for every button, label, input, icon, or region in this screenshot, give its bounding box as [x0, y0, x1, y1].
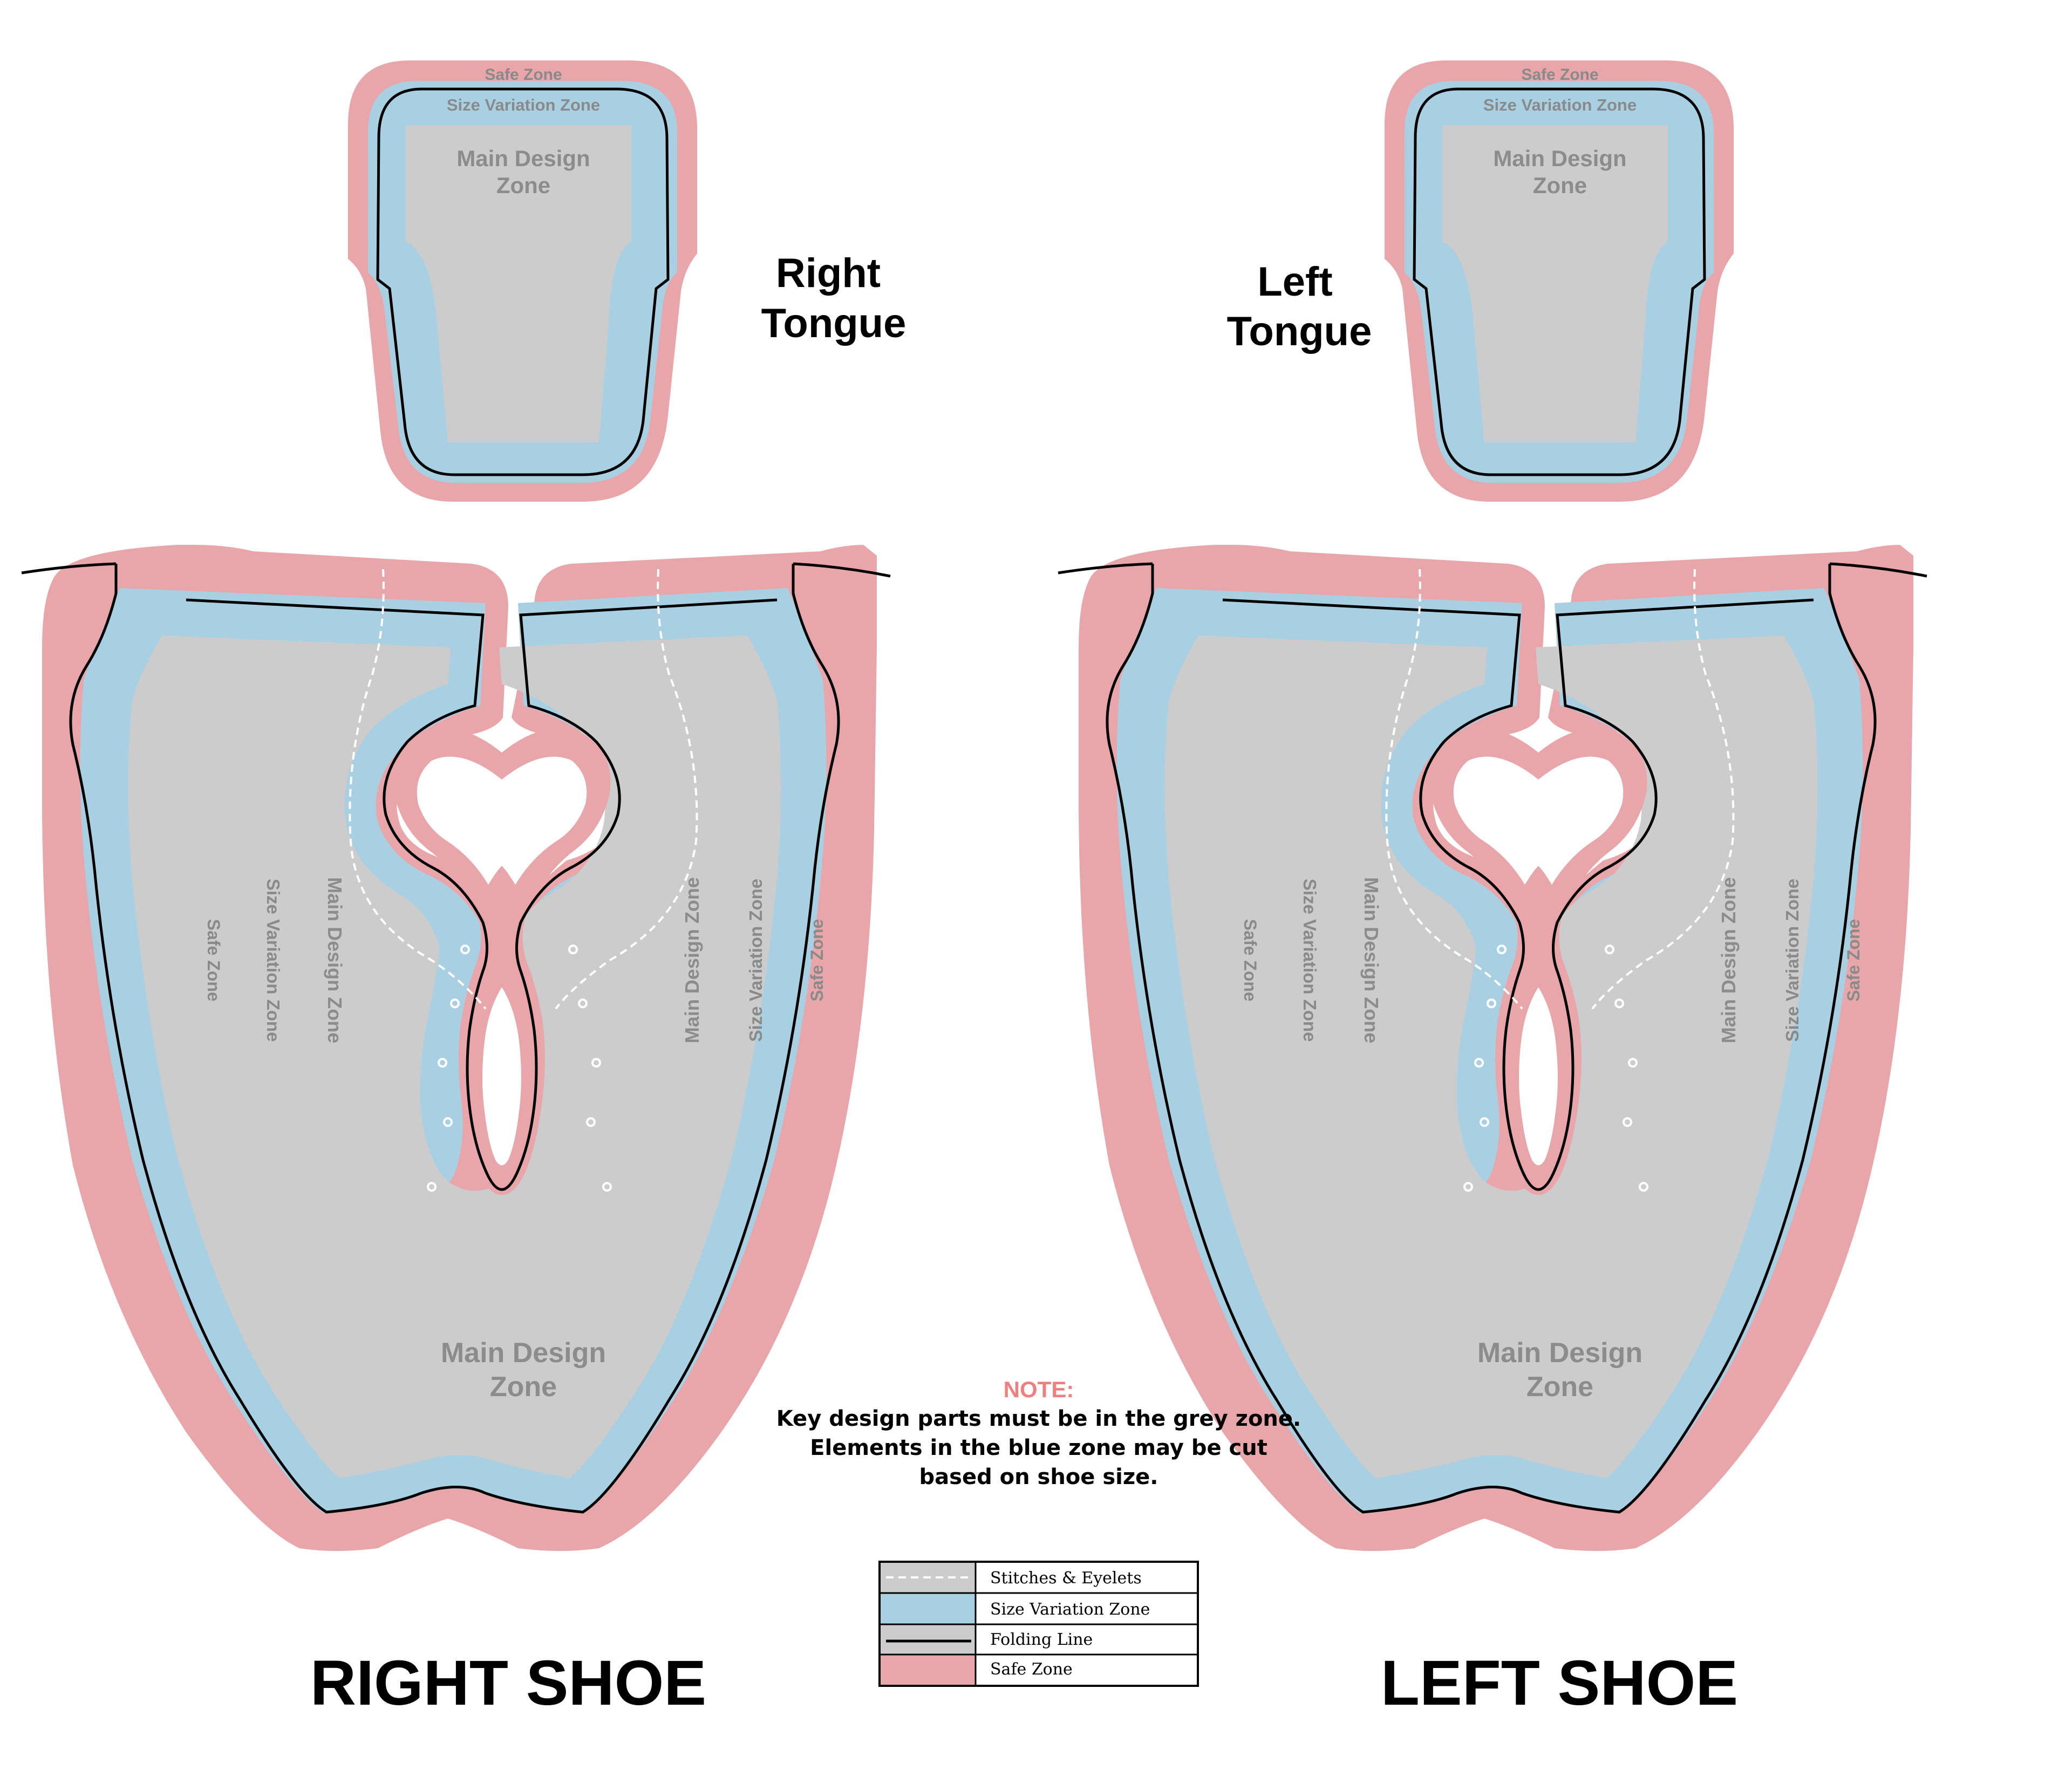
left-tongue-size-variation-label: Size Variation Zone — [1483, 95, 1637, 114]
right-shoe-folding-line-outer — [69, 564, 840, 1514]
right-shoe-safe-zone-label-right: Safe Zone — [807, 919, 827, 1002]
right-shoe-opening-upper — [417, 756, 587, 885]
right-shoe-eyelet-6 — [568, 945, 578, 954]
left-tongue-safe-zone-label: Safe Zone — [1521, 66, 1598, 84]
note-line-2: Elements in the blue zone may be cut — [810, 1436, 1267, 1460]
left-shoe-eyelet-1 — [1497, 945, 1507, 954]
right-shoe-eyelet-10 — [602, 1182, 612, 1192]
right-shoe-main-design-center-line2: Zone — [490, 1371, 557, 1403]
right-tongue-size-variation-label: Size Variation Zone — [447, 95, 600, 114]
note-line-1: Key design parts must be in the grey zon… — [776, 1406, 1301, 1431]
left-shoe-size-variation-label-right: Size Variation Zone — [1782, 879, 1802, 1042]
right-shoe-eyelet-5 — [427, 1182, 437, 1192]
right-tongue-main-design-label-line2: Zone — [496, 173, 550, 198]
legend: Stitches & Eyelets Size Variation Zone F… — [878, 1561, 1199, 1687]
left-shoe-opening-upper — [1453, 756, 1624, 885]
legend-label-size-variation: Size Variation Zone — [990, 1600, 1150, 1619]
left-shoe-main-design-zone — [1164, 635, 1818, 1478]
left-tongue-folding-line — [1413, 87, 1706, 476]
right-shoe-folding-line-inner — [186, 598, 778, 1191]
right-shoe-main-design-label-left: Main Design Zone — [324, 877, 346, 1043]
note-block: NOTE: Key design parts must be in the gr… — [776, 1377, 1301, 1489]
left-tongue-main-design-label-line1: Main Design — [1493, 146, 1626, 171]
right-tongue-title-line1: Right — [776, 250, 881, 296]
right-tongue-main-design-label-line1: Main Design — [456, 146, 590, 171]
right-shoe-stitch-line-left — [349, 569, 487, 1010]
right-shoe-eyelet-8 — [591, 1058, 601, 1068]
left-shoe-main-design-label-right: Main Design Zone — [1717, 877, 1740, 1043]
right-shoe-size-variation-label-left: Size Variation Zone — [263, 879, 283, 1042]
left-shoe-stitch-line-right — [1591, 569, 1735, 1010]
legend-label-safe: Safe Zone — [990, 1660, 1073, 1679]
left-shoe-eyelet-3 — [1474, 1058, 1484, 1068]
left-shoe-eyelet-10 — [1639, 1182, 1648, 1192]
left-shoe-opening-lower — [1519, 987, 1558, 1165]
right-shoe: Safe Zone Size Variation Zone Main Design … — [21, 545, 891, 1551]
left-tongue-main-design-zone — [1442, 125, 1668, 442]
left-shoe-folding-line-top — [1058, 562, 1927, 578]
left-shoe-eyelet-7 — [1614, 999, 1624, 1008]
left-shoe-folding-line-inner — [1222, 598, 1814, 1191]
left-shoe-safe-zone-label-left: Safe Zone — [1241, 919, 1260, 1002]
right-shoe-eyelet-9 — [586, 1117, 596, 1127]
left-shoe-eyelet-6 — [1605, 945, 1614, 954]
right-tongue: Safe Zone Size Variation Zone Main Desig… — [348, 60, 697, 502]
right-shoe-main-design-label-right: Main Design Zone — [681, 877, 703, 1043]
left-shoe-opening-rim — [1429, 728, 1647, 1195]
left-shoe-eyelet-9 — [1623, 1117, 1632, 1127]
left-shoe-folding-line-outer — [1106, 564, 1877, 1514]
right-shoe-main-design-center-line1: Main Design — [441, 1337, 606, 1369]
right-tongue-folding-line — [376, 87, 670, 476]
left-shoe-eyelet-4 — [1480, 1117, 1489, 1127]
right-shoe-eyelet-4 — [443, 1117, 453, 1127]
left-tongue: Safe Zone Size Variation Zone Main Desig… — [1385, 60, 1734, 502]
left-shoe-eyelet-5 — [1463, 1182, 1473, 1192]
right-shoe-eyelet-1 — [460, 945, 470, 954]
right-shoe-eyelet-2 — [450, 999, 460, 1008]
right-shoe-safe-zone-label-left: Safe Zone — [204, 919, 223, 1002]
left-shoe-stitch-line-left — [1385, 569, 1523, 1010]
legend-swatch-size-variation — [881, 1594, 976, 1624]
note-heading: NOTE: — [1004, 1377, 1074, 1402]
left-shoe: Safe Zone Size Variation Zone Main Design … — [1058, 545, 1927, 1551]
right-shoe-folding-line-top — [21, 562, 891, 578]
legend-label-folding: Folding Line — [990, 1630, 1093, 1649]
right-shoe-size-variation-label-right: Size Variation Zone — [746, 879, 766, 1042]
left-shoe-eyelet-8 — [1628, 1058, 1638, 1068]
right-shoe-opening-lower — [482, 987, 521, 1165]
left-tongue-title-line2: Tongue — [1227, 309, 1372, 354]
note-line-3: based on shoe size. — [919, 1465, 1158, 1489]
left-shoe-main-design-label-left: Main Design Zone — [1360, 877, 1382, 1043]
left-shoe-size-variation-label-left: Size Variation Zone — [1300, 879, 1320, 1042]
left-shoe-eyelet-2 — [1487, 999, 1496, 1008]
left-tongue-main-design-label-line2: Zone — [1533, 173, 1587, 198]
right-shoe-eyelet-3 — [438, 1058, 447, 1068]
legend-swatch-folding — [881, 1625, 976, 1654]
right-shoe-opening-rim — [393, 728, 611, 1195]
right-shoe-eyelet-7 — [578, 999, 588, 1008]
right-tongue-title-line2: Tongue — [761, 300, 906, 346]
right-shoe-title: RIGHT SHOE — [310, 1648, 706, 1719]
right-shoe-main-design-zone — [128, 635, 781, 1478]
right-shoe-stitch-line-right — [555, 569, 698, 1010]
left-tongue-title-line1: Left — [1257, 259, 1332, 305]
legend-label-stitches: Stitches & Eyelets — [990, 1569, 1142, 1588]
left-shoe-main-design-center-line1: Main Design — [1477, 1337, 1642, 1369]
left-shoe-main-design-center-line2: Zone — [1526, 1371, 1593, 1403]
left-shoe-safe-zone-label-right: Safe Zone — [1844, 919, 1863, 1002]
right-tongue-main-design-zone — [406, 125, 631, 442]
legend-swatch-safe — [881, 1655, 976, 1685]
right-tongue-safe-zone-label: Safe Zone — [485, 66, 562, 84]
left-shoe-title: LEFT SHOE — [1381, 1648, 1738, 1719]
